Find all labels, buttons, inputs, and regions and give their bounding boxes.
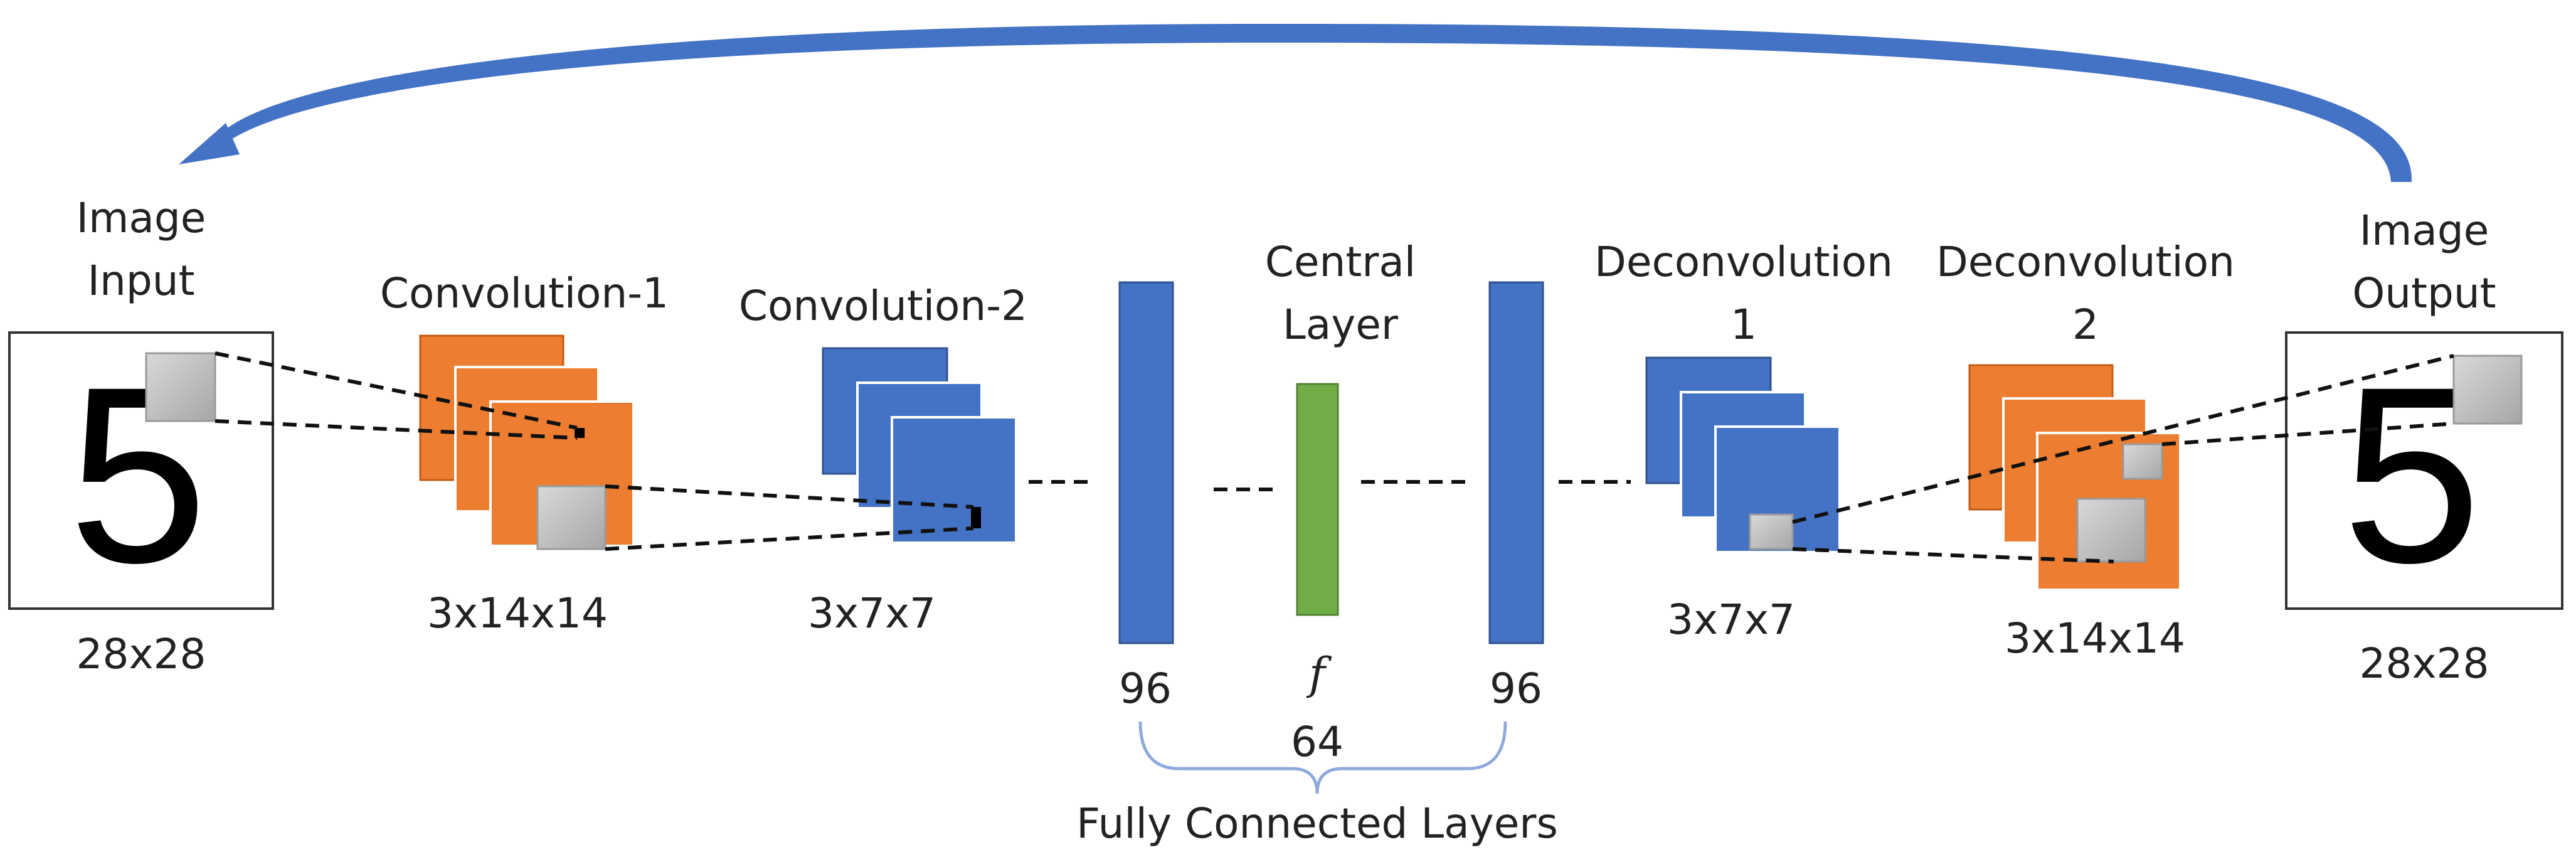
dashed-connectors — [215, 351, 2454, 563]
image-input: Image Input 5 28x28 — [8, 194, 274, 678]
central-size-label: 64 — [1291, 718, 1344, 766]
deconvolution-2: Deconvolution 2 3x14x14 — [1936, 238, 2235, 663]
output-title-line2: Output — [2352, 269, 2496, 317]
conv2-map-3 — [891, 416, 1017, 544]
deconv1-patch — [1749, 513, 1794, 550]
deconv2-title-line2: 2 — [2072, 301, 2099, 349]
convolution-2: Convolution-2 3x7x7 — [739, 282, 1027, 637]
conv2-size-label: 3x7x7 — [808, 589, 936, 637]
input-title-line2: Input — [88, 257, 195, 305]
central-title-line2: Layer — [1283, 301, 1399, 349]
output-title-line1: Image — [2360, 206, 2489, 255]
input-title-line1: Image — [77, 194, 206, 242]
fc-left-size-label: 96 — [1119, 664, 1172, 713]
convolution-1: Convolution-1 3x14x14 — [380, 269, 669, 637]
conv2-title: Convolution-2 — [739, 282, 1027, 330]
connector-deconv2-output-bottom — [2161, 422, 2454, 446]
input-size-label: 28x28 — [76, 630, 206, 678]
output-patch — [2452, 355, 2523, 425]
connector-conv1-conv2-top — [605, 484, 974, 509]
conv2-point — [971, 507, 981, 528]
conv1-title: Convolution-1 — [380, 269, 669, 317]
output-size-label: 28x28 — [2359, 639, 2489, 688]
fc-left-bar — [1118, 281, 1174, 644]
central-title-line1: Central — [1265, 238, 1416, 286]
deconv1-size-label: 3x7x7 — [1667, 595, 1795, 644]
deconv2-patch — [2076, 498, 2146, 563]
connector-conv1-conv2-bottom — [605, 526, 974, 551]
deconv1-title-line2: 1 — [1731, 301, 1757, 349]
fc-right-bar — [1488, 281, 1544, 644]
fc-brace-label: Fully Connected Layers — [1076, 799, 1558, 848]
connector-deconv1-output-top — [1792, 354, 2454, 524]
deconv1-title-line1: Deconvolution — [1594, 238, 1893, 286]
input-patch — [145, 352, 216, 422]
feedback-arrowhead — [179, 123, 240, 164]
conv1-size-label: 3x14x14 — [427, 589, 608, 637]
deconv2-small-patch — [2122, 443, 2163, 480]
connector-input-conv1-top — [215, 351, 578, 430]
feedback-arrow — [179, 23, 2412, 182]
deconv2-size-label: 3x14x14 — [2005, 614, 2185, 663]
conv1-point — [575, 428, 585, 438]
connector-deconv1-deconv2-bottom — [1792, 547, 2114, 563]
connector-input-conv1-bottom — [215, 419, 578, 440]
image-output: Image Output 5 28x28 — [2285, 206, 2563, 688]
input-image-frame — [8, 331, 274, 610]
fc-brace: Fully Connected Layers — [1076, 721, 1558, 848]
central-layer: Central Layer f 64 — [1265, 238, 1416, 766]
fc-layer-left: 96 — [1118, 281, 1174, 713]
deconvolution-1: Deconvolution 1 3x7x7 — [1594, 238, 1893, 644]
central-symbol: f — [1306, 648, 1332, 700]
conv1-patch — [536, 485, 607, 550]
fc-layer-right: 96 — [1488, 281, 1544, 713]
fc-brace-path — [1138, 721, 1507, 794]
fc-right-size-label: 96 — [1490, 664, 1542, 713]
central-bar — [1296, 383, 1339, 616]
deconv2-title-line1: Deconvolution — [1936, 238, 2235, 286]
